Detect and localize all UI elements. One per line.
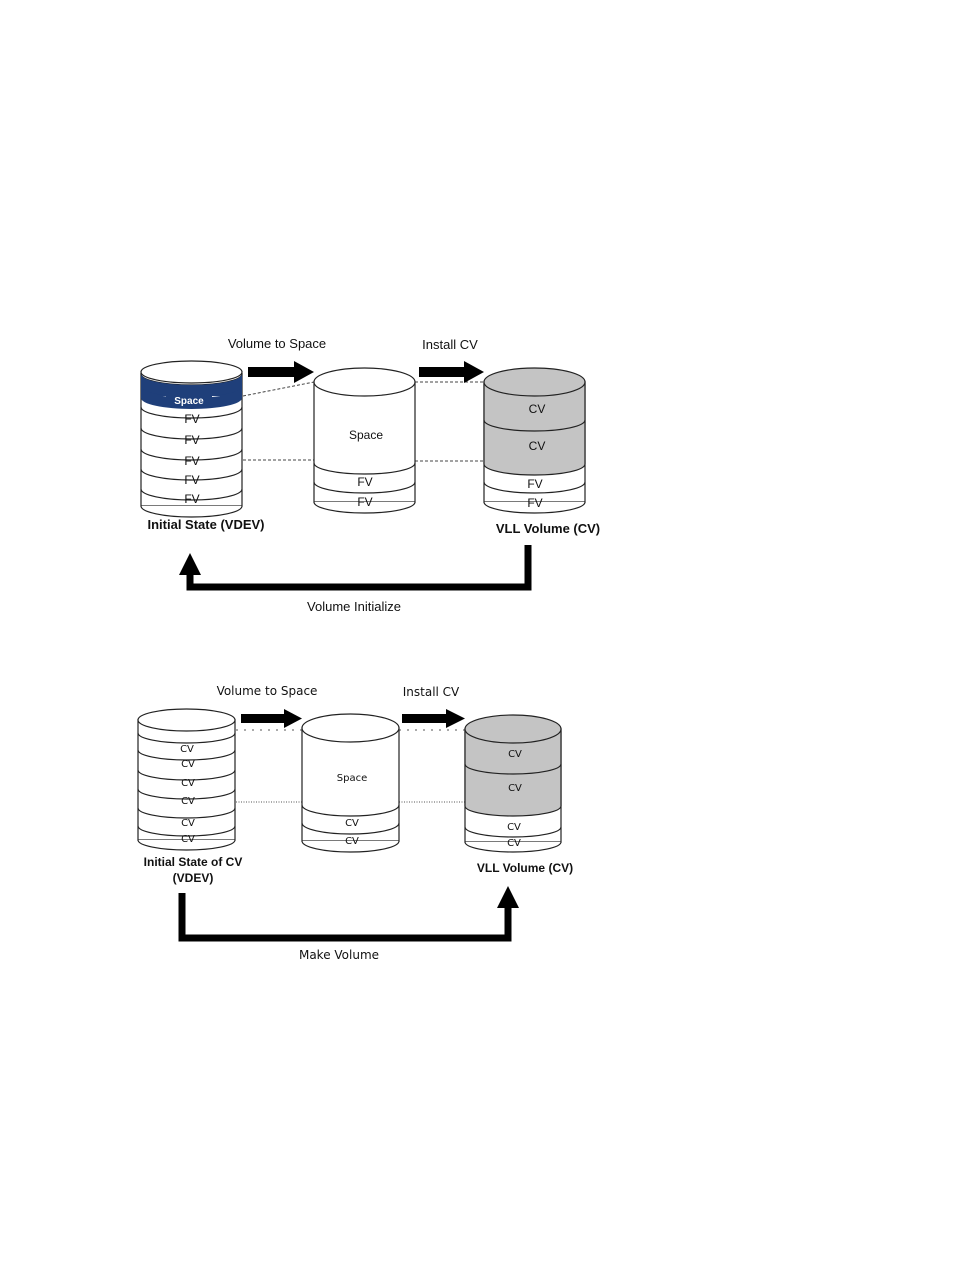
step-label-volume-to-space: Volume to Space xyxy=(228,336,326,351)
diagram-2: CV CV CV CV CV CV Space CV CV xyxy=(138,684,573,962)
fv-slice-label: FV xyxy=(527,477,542,491)
cv-slice-label: CV xyxy=(345,836,359,847)
fv-slice-label: FV xyxy=(184,412,199,426)
arrow-right-icon xyxy=(402,709,465,728)
left-cylinder-cv: CV CV CV CV CV CV xyxy=(138,709,235,850)
loop-label: Volume Initialize xyxy=(307,599,401,614)
fv-slice-label: FV xyxy=(184,433,199,447)
cv-slice-label: CV xyxy=(529,402,546,416)
arrow-right-icon xyxy=(248,361,314,383)
space-slice-label: Space xyxy=(174,396,204,407)
arrow-right-icon xyxy=(419,361,484,383)
caption-initial-state-cv: Initial State of CV xyxy=(144,855,243,869)
diagram-1: Space FV FV FV FV FV Space FV FV xyxy=(141,336,600,614)
cv-slice-label: CV xyxy=(507,838,521,849)
fv-slice-label: FV xyxy=(357,495,372,509)
caption-vll-volume: VLL Volume (CV) xyxy=(477,861,573,875)
cylinder-top xyxy=(302,714,399,742)
loop-arrow-make-volume xyxy=(182,886,519,938)
middle-cylinder: Space FV FV xyxy=(314,368,415,513)
cylinder-top xyxy=(484,368,585,396)
caption-initial-state-cv-vdev: (VDEV) xyxy=(173,871,214,885)
arrow-right-icon xyxy=(241,709,302,728)
cylinder-top xyxy=(465,715,561,743)
cv-slice-label: CV xyxy=(529,439,546,453)
loop-label: Make Volume xyxy=(299,948,379,962)
cylinder-top xyxy=(138,709,235,731)
cv-slice-label: CV xyxy=(180,744,194,755)
connector-line xyxy=(243,382,314,396)
fv-slice-label: FV xyxy=(184,473,199,487)
cv-slice-label: CV xyxy=(345,818,359,829)
cv-slice-label: CV xyxy=(181,778,195,789)
cv-slice-label: CV xyxy=(181,818,195,829)
cylinder-top xyxy=(314,368,415,396)
cv-slice-label: CV xyxy=(181,834,195,845)
space-label: Space xyxy=(349,428,383,442)
step-label-volume-to-space: Volume to Space xyxy=(217,684,318,698)
space-label: Space xyxy=(337,773,367,784)
right-cylinder-vll: CV CV CV CV xyxy=(465,715,561,852)
cv-slice-label: CV xyxy=(508,749,522,760)
fv-slice-label: FV xyxy=(357,475,372,489)
step-label-install-cv: Install CV xyxy=(403,685,460,699)
cv-slice-label: CV xyxy=(508,783,522,794)
caption-vll-volume: VLL Volume (CV) xyxy=(496,521,600,536)
fv-slice-label: FV xyxy=(184,492,199,506)
cv-slice-label: CV xyxy=(181,796,195,807)
cv-slice-label: CV xyxy=(507,822,521,833)
step-label-install-cv: Install CV xyxy=(422,337,478,352)
fv-slice-label: FV xyxy=(527,496,542,510)
caption-initial-state: Initial State (VDEV) xyxy=(147,517,264,532)
cv-slice-label: CV xyxy=(181,759,195,770)
left-cylinder-vdev: Space FV FV FV FV FV xyxy=(141,361,242,517)
middle-cylinder: Space CV CV xyxy=(302,714,399,852)
loop-arrow-volume-initialize xyxy=(179,545,528,587)
fv-slice-label: FV xyxy=(184,454,199,468)
right-cylinder-vll: CV CV FV FV xyxy=(484,368,585,513)
